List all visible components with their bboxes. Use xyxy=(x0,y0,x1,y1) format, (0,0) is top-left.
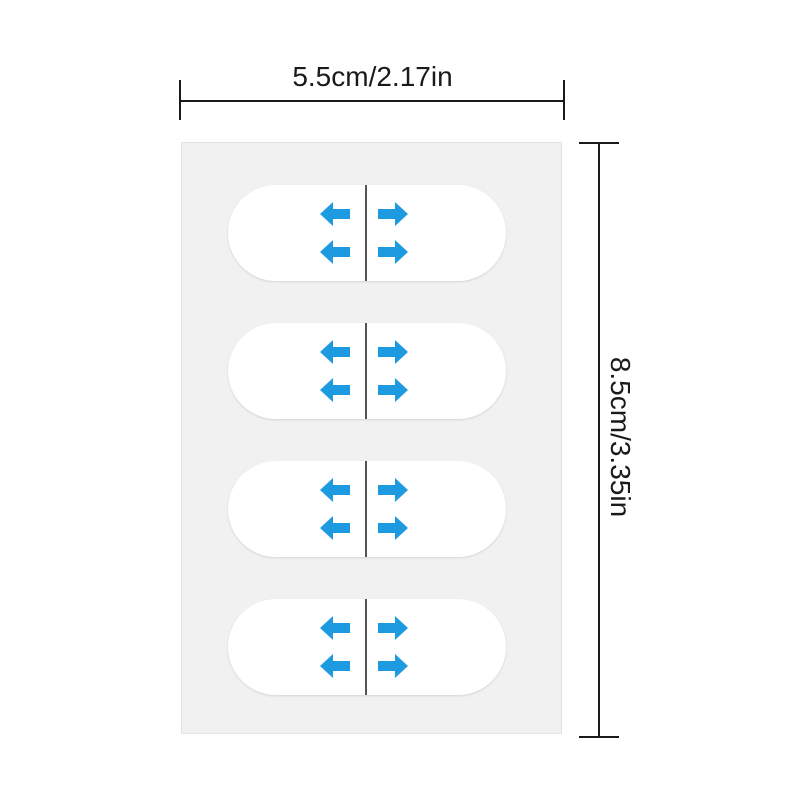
arrow-left-icon xyxy=(320,340,352,364)
adhesive-strip xyxy=(228,599,506,695)
adhesive-strip xyxy=(228,461,506,557)
arrow-left-icon xyxy=(320,654,352,678)
arrow-right-icon xyxy=(376,240,408,264)
width-dimension-label: 5.5cm/2.17in xyxy=(292,61,453,92)
arrow-right-icon xyxy=(376,654,408,678)
arrow-right-icon xyxy=(376,378,408,402)
height-dimension-line xyxy=(598,142,600,738)
arrow-right-icon xyxy=(376,516,408,540)
adhesive-strip xyxy=(228,185,506,281)
width-dimension-tick-left xyxy=(179,80,181,120)
height-dimension-label: 8.5cm/3.35in xyxy=(605,356,636,518)
strip-divider xyxy=(365,461,367,557)
arrow-right-icon xyxy=(376,340,408,364)
width-dimension-line xyxy=(180,100,565,102)
arrow-right-icon xyxy=(376,616,408,640)
arrow-left-icon xyxy=(320,478,352,502)
arrow-left-icon xyxy=(320,516,352,540)
adhesive-strip xyxy=(228,323,506,419)
adhesive-sheet xyxy=(181,142,562,734)
arrow-right-icon xyxy=(376,478,408,502)
strip-divider xyxy=(365,323,367,419)
arrow-left-icon xyxy=(320,378,352,402)
width-dimension-tick-right xyxy=(563,80,565,120)
strip-divider xyxy=(365,185,367,281)
strip-divider xyxy=(365,599,367,695)
height-dimension-tick-top xyxy=(579,142,619,144)
arrow-left-icon xyxy=(320,240,352,264)
height-dimension-tick-bottom xyxy=(579,736,619,738)
arrow-left-icon xyxy=(320,202,352,226)
arrow-right-icon xyxy=(376,202,408,226)
arrow-left-icon xyxy=(320,616,352,640)
